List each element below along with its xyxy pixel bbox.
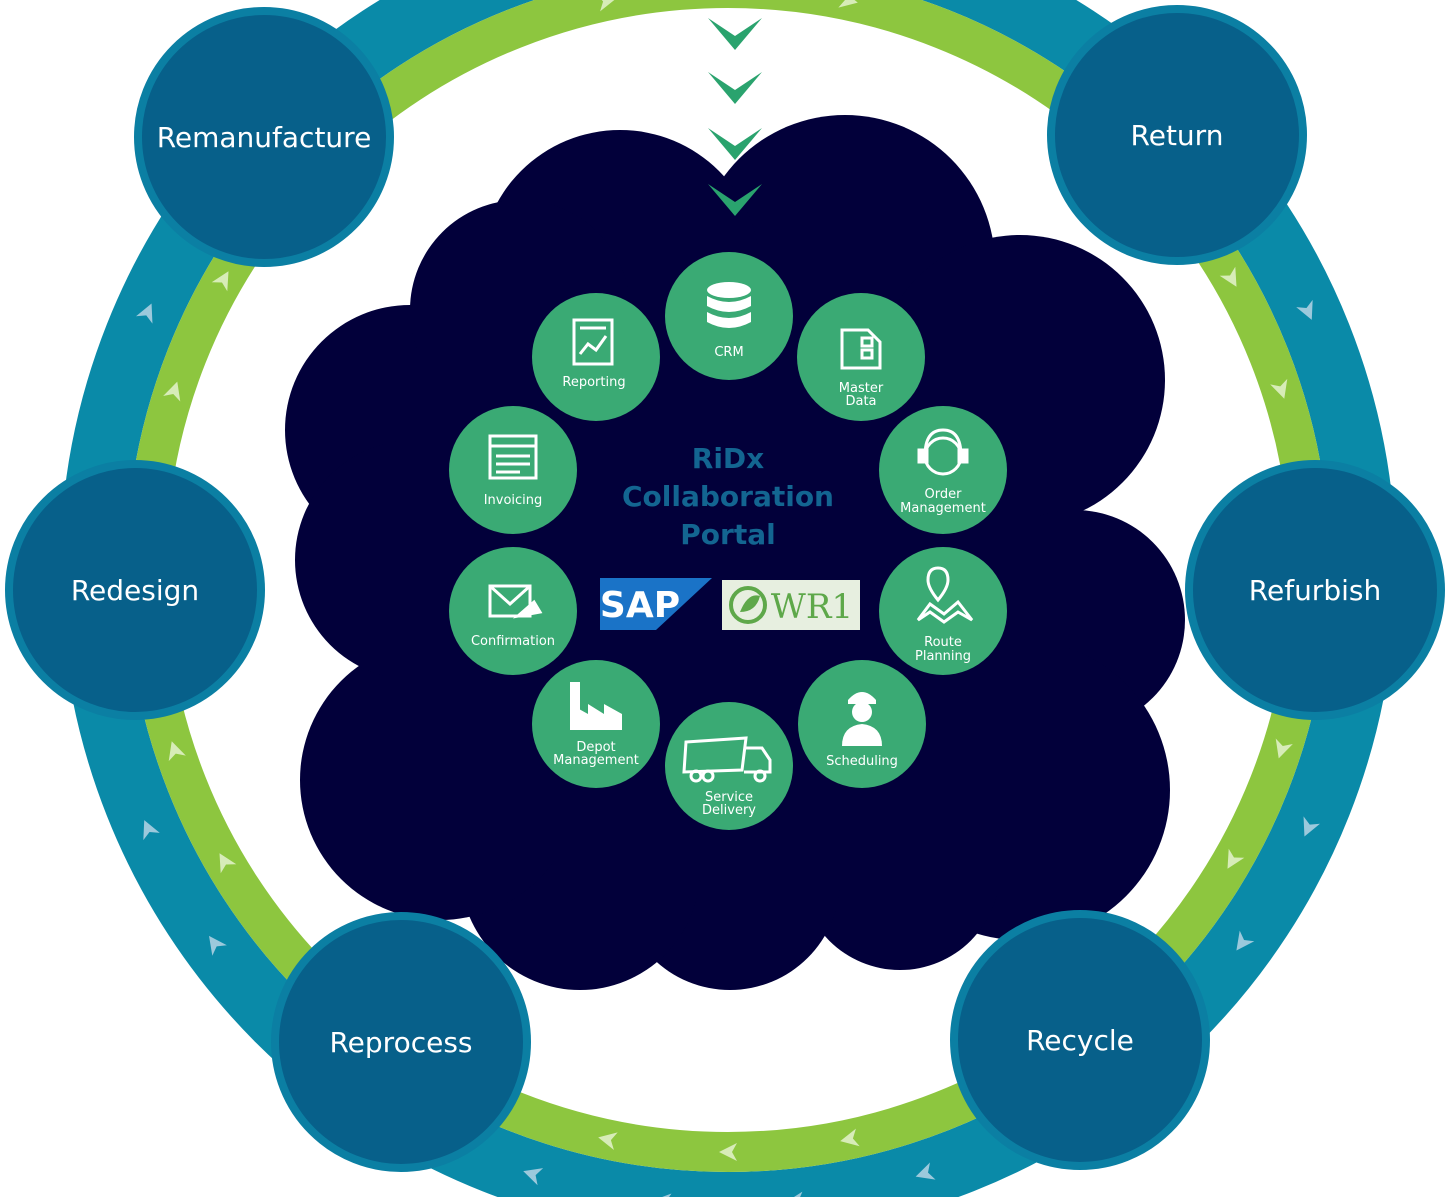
arrow-icon: [1219, 266, 1237, 287]
chevron-down-icon: [708, 18, 762, 50]
truck-icon: [682, 736, 772, 783]
arrow-icon: [838, 0, 858, 8]
factory-icon: [570, 682, 622, 730]
map-pin-icon: [916, 566, 974, 624]
stage-label-reprocess: Reprocess: [329, 1026, 472, 1059]
module-reporting: Reporting: [532, 293, 660, 421]
arrow-icon: [211, 271, 229, 292]
module-label-master-data-1: Master: [839, 381, 884, 396]
chevron-down-icon: [708, 128, 762, 160]
portal-title-line-1: RiDx: [692, 442, 764, 475]
module-label-depot-management-2: Management: [553, 753, 639, 768]
module-label-depot-management-1: Depot: [576, 740, 615, 755]
arrow-icon: [168, 741, 186, 762]
arrow-icon: [143, 820, 160, 841]
stage-recycle: Recycle: [950, 910, 1210, 1170]
module-label-invoicing: Invoicing: [484, 493, 543, 508]
chevron-down-icon: [708, 72, 762, 104]
input-chevrons: [708, 18, 762, 216]
wr1-logo-text: WR1: [771, 587, 853, 627]
module-label-scheduling: Scheduling: [826, 754, 898, 769]
wr1-logo: WR1: [722, 580, 860, 630]
module-label-route-planning-1: Route: [924, 635, 962, 650]
module-scheduling: Scheduling: [798, 660, 926, 788]
module-master-data: Master Data: [797, 293, 925, 421]
database-icon: [707, 282, 751, 328]
module-label-crm: CRM: [714, 345, 743, 360]
worker-icon: [842, 692, 882, 746]
portal-title-line-2: Collaboration: [622, 480, 834, 513]
report-chart-icon: [572, 318, 614, 366]
module-invoicing: Invoicing: [449, 406, 577, 534]
arrow-icon: [1296, 299, 1313, 320]
arrow-icon: [1275, 738, 1293, 759]
module-label-service-delivery-2: Delivery: [702, 803, 756, 818]
module-label-route-planning-2: Planning: [915, 649, 971, 664]
stages: Remanufacture Return Refurbish Recycle R…: [5, 5, 1445, 1172]
stage-refurbish: Refurbish: [1185, 460, 1445, 720]
portal-title: RiDx Collaboration Portal: [622, 442, 834, 551]
arrow-icon: [598, 1132, 618, 1150]
module-service-delivery: Service Delivery: [665, 702, 793, 830]
arrow-icon: [596, 0, 616, 12]
module-depot-management: Depot Management: [532, 660, 660, 788]
stage-label-refurbish: Refurbish: [1249, 574, 1381, 607]
module-label-order-management-1: Order: [925, 487, 963, 502]
arrow-icon: [163, 381, 181, 402]
document-icon: [840, 328, 882, 370]
arrow-icon: [785, 1191, 805, 1197]
arrow-icon: [209, 935, 227, 956]
stage-redesign: Redesign: [5, 460, 265, 720]
mail-send-icon: [488, 584, 543, 619]
invoice-icon: [488, 434, 538, 480]
module-confirmation: Confirmation: [449, 547, 577, 675]
module-order-management: Order Management: [879, 406, 1007, 534]
portal-cloud: [285, 115, 1185, 990]
arrow-icon: [1270, 378, 1288, 399]
module-crm: CRM: [665, 252, 793, 380]
stage-label-return: Return: [1131, 119, 1224, 152]
module-label-order-management-2: Management: [900, 501, 986, 516]
module-label-confirmation: Confirmation: [471, 634, 555, 649]
stage-label-remanufacture: Remanufacture: [157, 121, 372, 154]
stage-reprocess: Reprocess: [271, 912, 531, 1172]
arrow-icon: [1236, 930, 1255, 951]
arrow-icon: [915, 1162, 936, 1180]
stage-label-recycle: Recycle: [1026, 1024, 1134, 1057]
sap-logo-text: SAP: [600, 585, 680, 626]
module-route-planning: Route Planning: [879, 547, 1007, 675]
arrow-icon: [840, 1128, 860, 1147]
headset-agent-icon: [917, 428, 969, 476]
stage-return: Return: [1047, 5, 1307, 265]
arrow-icon: [719, 1143, 737, 1161]
arrow-icon: [219, 853, 237, 874]
arrow-icon: [523, 1168, 544, 1186]
module-label-master-data-2: Data: [845, 394, 876, 409]
stage-label-redesign: Redesign: [71, 574, 199, 607]
module-label-service-delivery-1: Service: [705, 790, 753, 805]
arrow-icon: [1303, 816, 1320, 837]
module-label-reporting: Reporting: [562, 375, 625, 390]
stage-remanufacture: Remanufacture: [134, 7, 394, 267]
sap-logo: SAP: [600, 578, 712, 630]
portal-title-line-3: Portal: [680, 518, 775, 551]
arrow-icon: [1227, 848, 1245, 869]
modules: CRM Master Data Order Management: [449, 252, 1007, 830]
arrow-icon: [136, 303, 153, 324]
chevron-down-icon: [708, 184, 762, 216]
